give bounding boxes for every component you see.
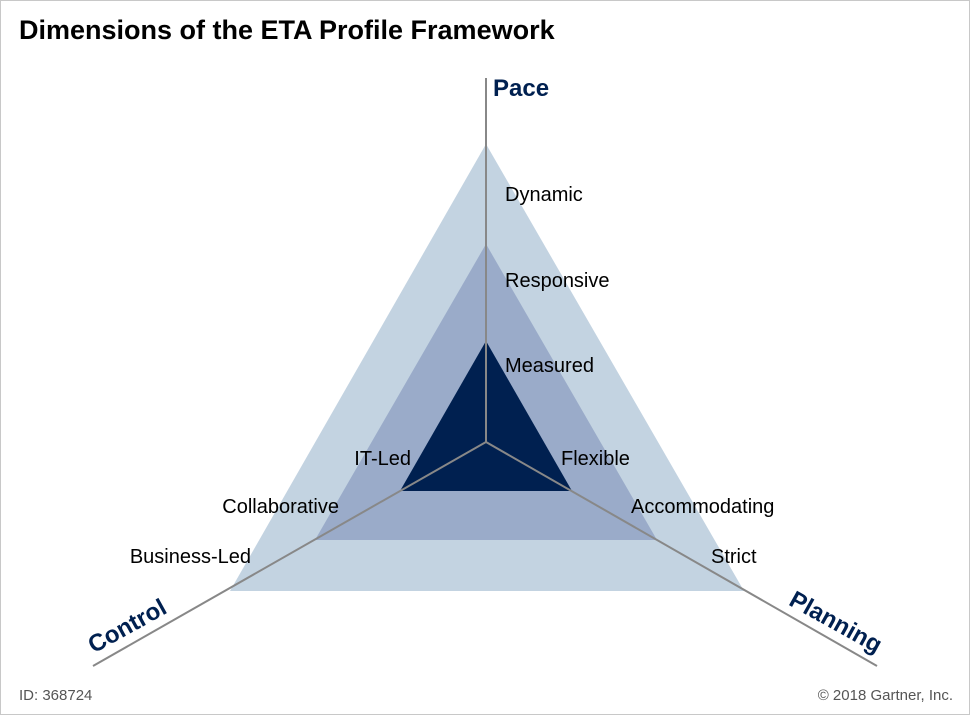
- control-level-business-led: Business-Led: [130, 546, 251, 568]
- figure-title: Dimensions of the ETA Profile Framework: [19, 15, 555, 45]
- control-level-it-led: IT-Led: [354, 448, 411, 470]
- copyright-notice: © 2018 Gartner, Inc.: [817, 687, 953, 704]
- planning-level-strict: Strict: [711, 546, 757, 568]
- control-axis-line: [92, 441, 487, 667]
- planning-level-flexible: Flexible: [561, 448, 630, 470]
- document-id: ID: 368724: [19, 687, 93, 704]
- pace-axis-label: Pace: [493, 75, 549, 102]
- pace-level-responsive: Responsive: [505, 270, 610, 292]
- planning-level-accommodating: Accommodating: [631, 496, 774, 518]
- control-level-collaborative: Collaborative: [222, 496, 339, 518]
- pace-level-dynamic: Dynamic: [505, 184, 583, 206]
- control-axis-label: Control: [84, 594, 172, 659]
- pace-level-measured: Measured: [505, 355, 594, 377]
- planning-axis-line: [485, 441, 878, 667]
